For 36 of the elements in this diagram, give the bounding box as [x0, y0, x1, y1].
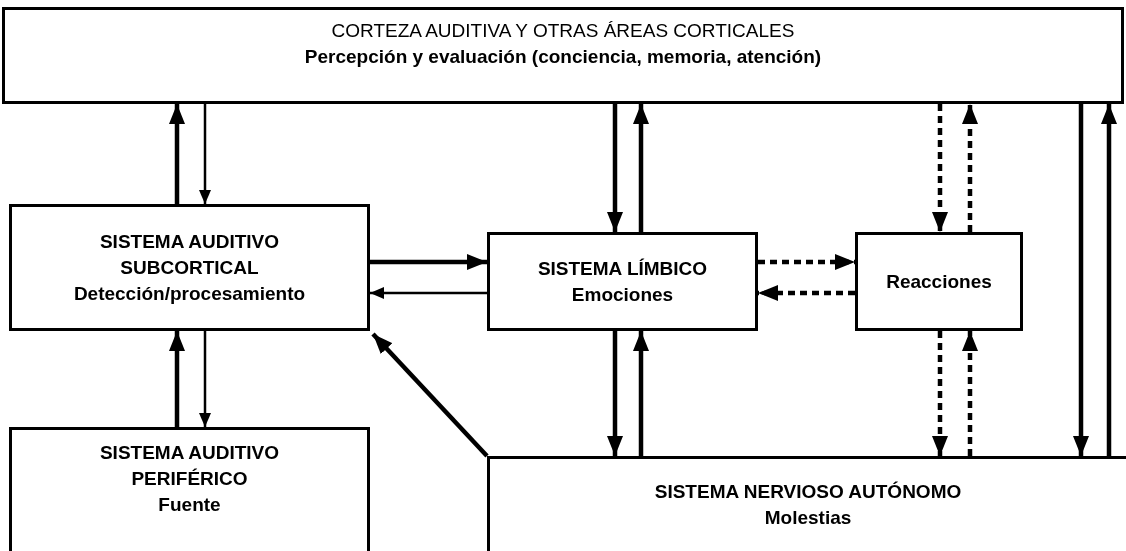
box-title: SISTEMA AUDITIVO SUBCORTICAL [98, 229, 281, 280]
arrow [758, 285, 855, 301]
arrow [199, 104, 211, 204]
arrow [169, 331, 185, 427]
arrow [758, 254, 855, 270]
system-box [9, 204, 370, 331]
arrow [962, 331, 978, 456]
box-title: SISTEMA NERVIOSO AUTÓNOMO [654, 480, 962, 504]
reaction-box [855, 232, 1023, 331]
box-subtitle: Emociones [571, 282, 674, 307]
system-box [487, 232, 758, 331]
box-subtitle: Molestias [764, 506, 852, 530]
arrow [169, 104, 185, 204]
arrow [371, 332, 489, 458]
arrow [607, 104, 623, 232]
box-subtitle: Fuente [158, 493, 221, 517]
system-box [2, 7, 1124, 104]
arrow [633, 104, 649, 232]
box-subtitle: Detección/procesamiento [73, 281, 306, 306]
arrow [607, 331, 623, 456]
arrow [1101, 104, 1117, 456]
box-title: SISTEMA AUDITIVO PERIFÉRICO [98, 441, 281, 491]
arrow [199, 331, 211, 427]
arrow [932, 104, 948, 232]
arrow [370, 254, 487, 270]
box-subtitle: Percepción y evaluación (conciencia, memoria, atención) [304, 45, 822, 69]
box-title: CORTEZA AUDITIVA Y OTRAS ÁREAS CORTICALES [331, 19, 795, 43]
arrow [1073, 104, 1089, 456]
box-title: SISTEMA LÍMBICO [537, 256, 708, 281]
arrow [962, 104, 978, 232]
arrow [370, 287, 487, 299]
arrow [633, 331, 649, 456]
arrow [932, 331, 948, 456]
system-box [9, 427, 370, 551]
box-title: Reacciones [886, 269, 992, 294]
system-box [487, 456, 1126, 551]
